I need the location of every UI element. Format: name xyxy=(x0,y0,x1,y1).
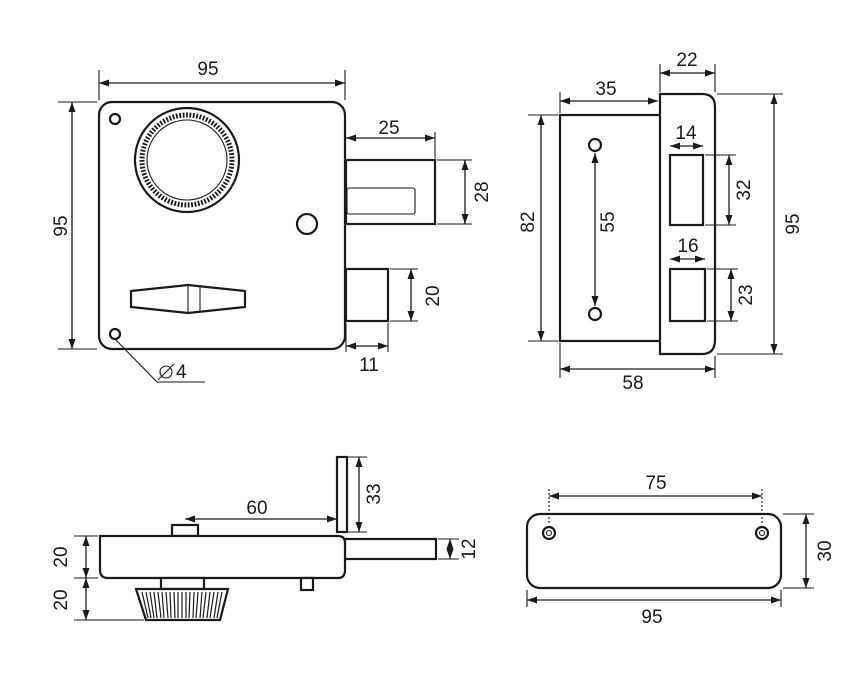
plate-body xyxy=(558,113,664,343)
side-view: 33 60 12 20 20 xyxy=(51,455,480,622)
leader-hole-diameter xyxy=(114,338,205,383)
diameter-icon xyxy=(157,363,175,381)
thumb-turn xyxy=(129,283,247,315)
label-plate-length: 95 xyxy=(641,607,662,628)
strike-plate xyxy=(335,455,349,534)
deadbolt-slot xyxy=(346,187,416,215)
label-lower-slot-height: 23 xyxy=(736,284,757,305)
label-overall-depth: 58 xyxy=(622,373,643,394)
label-latch-height: 20 xyxy=(423,285,444,306)
label-strike-height: 33 xyxy=(364,483,385,504)
lower-slot xyxy=(668,267,707,323)
label-bolt-width: 25 xyxy=(378,118,399,139)
label-bolt-offset: 60 xyxy=(246,498,267,519)
label-lower-slot-width: 16 xyxy=(677,236,698,257)
upper-slot xyxy=(668,153,705,227)
label-body-depth: 20 xyxy=(51,546,72,567)
mount-hole-bottom xyxy=(108,327,122,341)
label-total-height: 95 xyxy=(783,213,804,234)
front-view: 95 95 25 28 20 11 4 xyxy=(51,59,493,383)
plate-hole-bottom xyxy=(587,306,603,322)
label-body-height: 82 xyxy=(518,211,539,232)
label-width: 95 xyxy=(197,59,218,80)
label-hole-spacing: 55 xyxy=(598,211,619,232)
label-knob-depth: 20 xyxy=(51,589,72,610)
plate-view: 22 35 82 55 14 32 16 23 95 xyxy=(518,50,804,394)
bottom-nub xyxy=(299,576,315,592)
cylinder-knob xyxy=(133,106,241,214)
label-plate-hole-spacing: 75 xyxy=(645,473,666,494)
mount-hole-top xyxy=(108,112,122,126)
plate-hole-right xyxy=(754,525,770,541)
latch-bolt xyxy=(344,267,390,323)
label-total-width: 22 xyxy=(676,50,697,71)
label-latch-width: 11 xyxy=(359,355,379,376)
knurled-knob xyxy=(134,587,230,622)
label-bolt-height: 28 xyxy=(472,181,493,202)
mounting-plate xyxy=(525,512,783,590)
label-upper-slot-width: 14 xyxy=(675,123,697,144)
bottom-plate-view: 75 30 95 xyxy=(525,473,836,628)
top-nub xyxy=(170,523,200,538)
plate-hole-top xyxy=(587,137,603,153)
label-upper-slot-height: 32 xyxy=(734,179,755,200)
lock-body-side xyxy=(98,534,347,580)
label-body-width: 35 xyxy=(595,79,616,100)
label-hole-diameter: 4 xyxy=(176,362,187,383)
label-plate-height: 30 xyxy=(815,540,836,561)
bolt-bar xyxy=(343,537,438,561)
label-height: 95 xyxy=(51,215,72,236)
release-button xyxy=(295,212,319,236)
label-bolt-thickness: 12 xyxy=(459,538,480,559)
plate-hole-left xyxy=(541,525,557,541)
